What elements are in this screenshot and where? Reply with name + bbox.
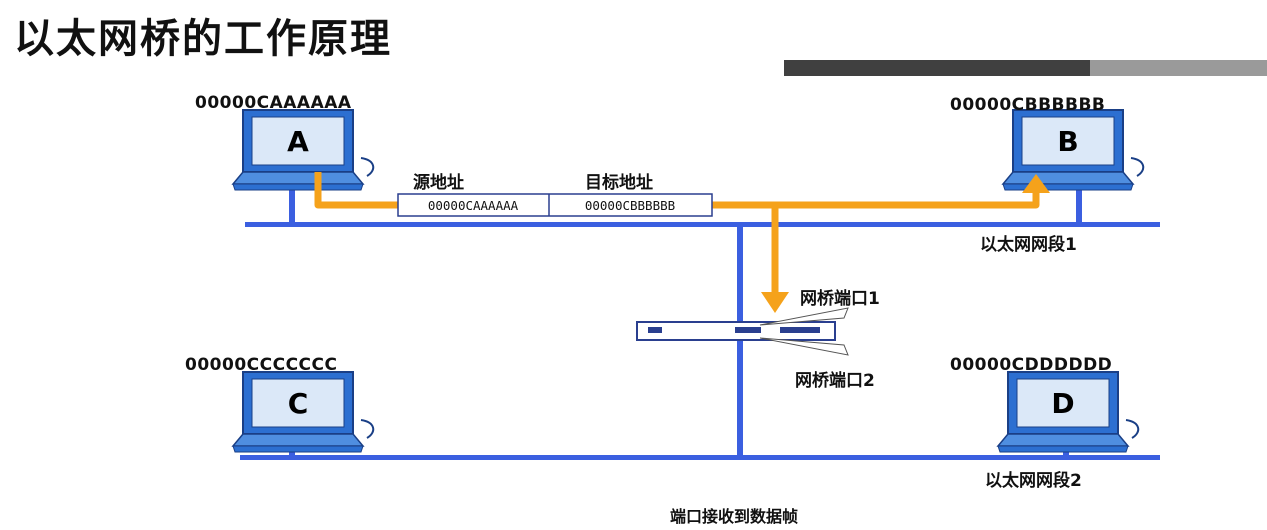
frame-src-header: 源地址 (413, 172, 464, 193)
host-d-mac: 00000CDDDDDD (950, 355, 1112, 375)
segment1-line (245, 222, 1160, 227)
segment1-label: 以太网网段1 (980, 234, 1077, 255)
frame-dst-header: 目标地址 (585, 172, 653, 193)
host-c-computer: C (232, 371, 375, 453)
frame-src-value: 00000CAAAAAA (428, 198, 519, 213)
frame-path (314, 172, 1040, 292)
bridge-port1-label: 网桥端口1 (800, 288, 880, 309)
frame-dst-value: 00000CBBBBBB (585, 198, 675, 213)
segment2-label: 以太网网段2 (985, 470, 1082, 491)
caption: 端口接收到数据帧 (670, 507, 798, 526)
title-bar-light (1090, 60, 1267, 76)
host-b-mac: 00000CBBBBBB (950, 95, 1105, 115)
host-d-label: D (1051, 387, 1074, 420)
title-bar-dark (784, 60, 1090, 76)
host-c-mac: 00000CCCCCCC (185, 355, 337, 375)
host-b-label: B (1057, 125, 1078, 158)
host-a-mac: 00000CAAAAAA (195, 93, 352, 113)
bridge-device (636, 321, 836, 341)
arrow-to-b (1022, 174, 1050, 193)
host-c-label: C (288, 387, 309, 420)
data-frame: 00000CAAAAAA 00000CBBBBBB (397, 193, 713, 217)
arrow-to-bridge (761, 292, 789, 313)
host-b-drop (1076, 166, 1082, 224)
port2-pointer (759, 337, 849, 356)
page-title: 以太网桥的工作原理 (14, 16, 392, 62)
host-a-drop (289, 166, 295, 224)
host-a-label: A (287, 125, 309, 158)
host-b-computer: B (1002, 109, 1145, 191)
bridge-port2-label: 网桥端口2 (795, 370, 875, 391)
port1-pointer (759, 307, 849, 326)
host-d-computer: D (997, 371, 1140, 453)
segment2-line (240, 455, 1160, 460)
host-a-computer: A (232, 109, 375, 191)
